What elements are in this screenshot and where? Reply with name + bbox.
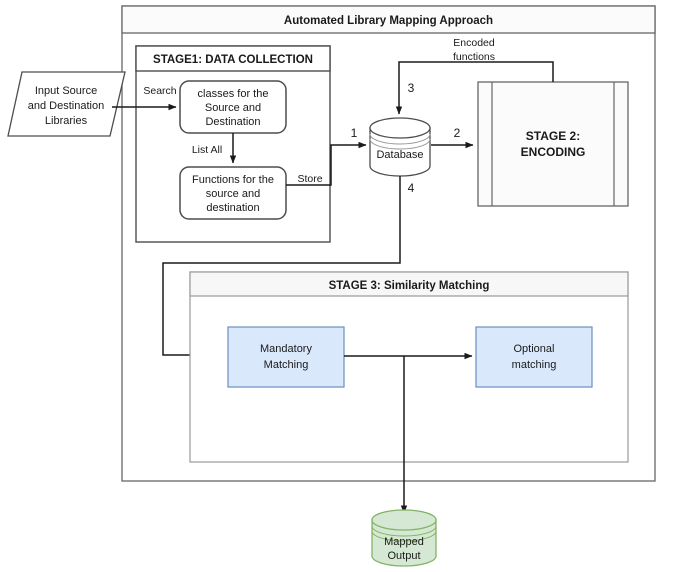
edge-encoded-functions: Encoded functions 3 [395, 37, 554, 115]
encoded-functions-line1: Encoded [453, 37, 495, 49]
edge-list-all: List All [192, 133, 237, 164]
edge-search-label: Search [143, 85, 176, 97]
diagram-title: Automated Library Mapping Approach [284, 15, 493, 27]
output-line1: Mapped [384, 536, 424, 548]
stage2-line1: STAGE 2: [526, 129, 580, 143]
input-label-line2: and Destination [28, 100, 104, 112]
functions-box: Functions for the source and destination [179, 166, 287, 220]
stage3-header: STAGE 3: Similarity Matching [329, 280, 490, 292]
edge-number-1: 1 [351, 126, 358, 140]
stage1-header: STAGE1: DATA COLLECTION [153, 54, 313, 66]
mandatory-line2: Matching [264, 359, 309, 371]
mapped-output-node: Mapped Output [371, 509, 437, 567]
edge-search: Search [112, 85, 177, 111]
classes-box: classes for the Source and Destination [179, 80, 287, 134]
edge-number-3: 3 [408, 81, 415, 95]
classes-box-line1: classes for the [198, 88, 269, 100]
edge-number-4: 4 [408, 181, 415, 195]
edge-store-to-database: Store 1 [286, 126, 367, 186]
stage2-line2: ENCODING [521, 145, 586, 159]
edge-database-to-stage3: 4 [162, 176, 415, 359]
input-label-line3: Libraries [45, 115, 88, 127]
edge-store-label: Store [297, 173, 322, 185]
database-label: Database [376, 149, 423, 161]
functions-box-line2: source and [206, 188, 260, 200]
optional-matching-box: Optional matching [475, 326, 593, 388]
stage2-node: STAGE 2: ENCODING [477, 81, 629, 207]
functions-box-line3: destination [206, 202, 259, 214]
database-node: Database [369, 117, 431, 177]
input-label-line1: Input Source [35, 85, 97, 97]
mandatory-line1: Mandatory [260, 343, 312, 355]
optional-line1: Optional [514, 343, 555, 355]
classes-box-line2: Source and [205, 102, 261, 114]
encoded-functions-line2: functions [453, 51, 495, 63]
mandatory-matching-box: Mandatory Matching [227, 326, 345, 388]
classes-box-line3: Destination [205, 116, 260, 128]
edge-database-to-stage2: 2 [431, 126, 474, 149]
edge-number-2: 2 [454, 126, 461, 140]
output-line2: Output [387, 550, 420, 562]
edge-list-all-label: List All [192, 144, 222, 156]
optional-line2: matching [512, 359, 557, 371]
functions-box-line1: Functions for the [192, 174, 274, 186]
input-source-node: Input Source and Destination Libraries [7, 71, 126, 137]
